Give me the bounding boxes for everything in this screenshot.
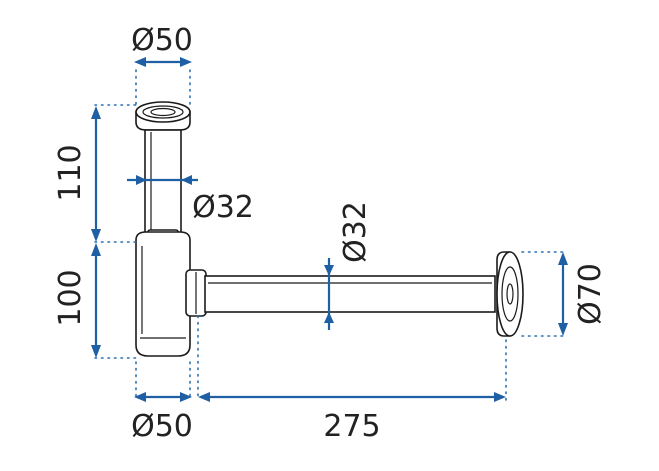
label-bottom-diameter: Ø50 bbox=[131, 409, 193, 444]
wall-flange-face bbox=[496, 251, 524, 337]
label-horizontal-pipe-diameter: Ø32 bbox=[338, 201, 373, 263]
label-lower-height: 100 bbox=[53, 269, 88, 326]
top-cap-hole bbox=[150, 107, 176, 117]
extension-lines bbox=[94, 69, 566, 401]
top-cap-inner bbox=[142, 105, 184, 119]
dimension-lines bbox=[91, 57, 568, 402]
dimension-labels: Ø50 110 Ø32 Ø32 100 Ø70 Ø50 275 bbox=[53, 23, 608, 444]
label-flange-diameter: Ø70 bbox=[573, 263, 608, 325]
top-cap-rim bbox=[135, 101, 191, 123]
label-tube-diameter: Ø32 bbox=[192, 190, 254, 225]
label-horizontal-length: 275 bbox=[323, 409, 380, 444]
wall-flange-hole bbox=[506, 283, 514, 305]
bottle-body bbox=[135, 231, 191, 357]
horizontal-pipe bbox=[204, 275, 496, 313]
label-top-outlet-diameter: Ø50 bbox=[131, 23, 193, 58]
label-upper-height: 110 bbox=[53, 144, 88, 201]
siphon-part bbox=[135, 101, 524, 357]
wall-flange-inner bbox=[501, 266, 519, 322]
